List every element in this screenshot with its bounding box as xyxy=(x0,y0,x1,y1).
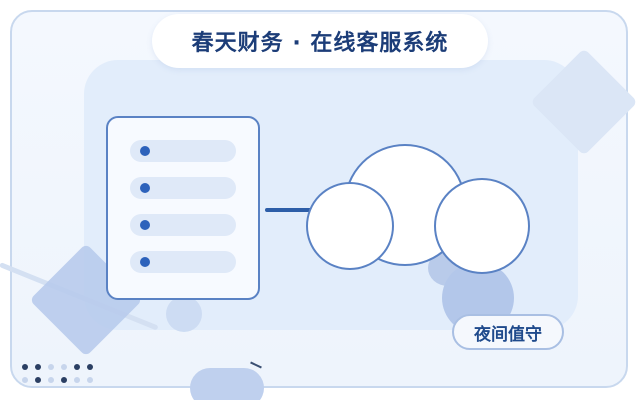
decor-dot-grid xyxy=(22,364,102,388)
list-item xyxy=(130,251,236,273)
cloud-icon-right xyxy=(434,178,530,274)
bullet-dot-icon xyxy=(140,183,150,193)
decor-dot xyxy=(74,377,80,383)
list-item xyxy=(130,177,236,199)
badge-label: 夜间值守 xyxy=(474,324,542,345)
page-title: 春天财务 · 在线客服系统 xyxy=(191,31,449,56)
connector-line xyxy=(265,208,331,212)
decor-dot xyxy=(22,377,28,383)
decor-dot xyxy=(35,377,41,383)
list-item xyxy=(130,214,236,236)
bullet-dot-icon xyxy=(140,257,150,267)
decor-blob-small xyxy=(166,296,202,332)
decor-dot xyxy=(48,377,54,383)
decor-dot xyxy=(61,377,67,383)
bullet-dot-icon xyxy=(140,146,150,156)
list-item xyxy=(130,140,236,162)
decor-dot xyxy=(87,377,93,383)
decor-bottom-pill xyxy=(190,368,264,400)
cloud-icon-left xyxy=(306,182,394,270)
decor-dot xyxy=(35,364,41,370)
decor-dot xyxy=(87,364,93,370)
decor-dot xyxy=(22,364,28,370)
night-duty-badge: 夜间值守 xyxy=(452,314,564,350)
list-card-illustration xyxy=(106,116,260,300)
decor-dot xyxy=(74,364,80,370)
bullet-dot-icon xyxy=(140,220,150,230)
decor-dot xyxy=(61,364,67,370)
title-pill: 春天财务 · 在线客服系统 xyxy=(152,14,488,68)
decor-dot xyxy=(48,364,54,370)
